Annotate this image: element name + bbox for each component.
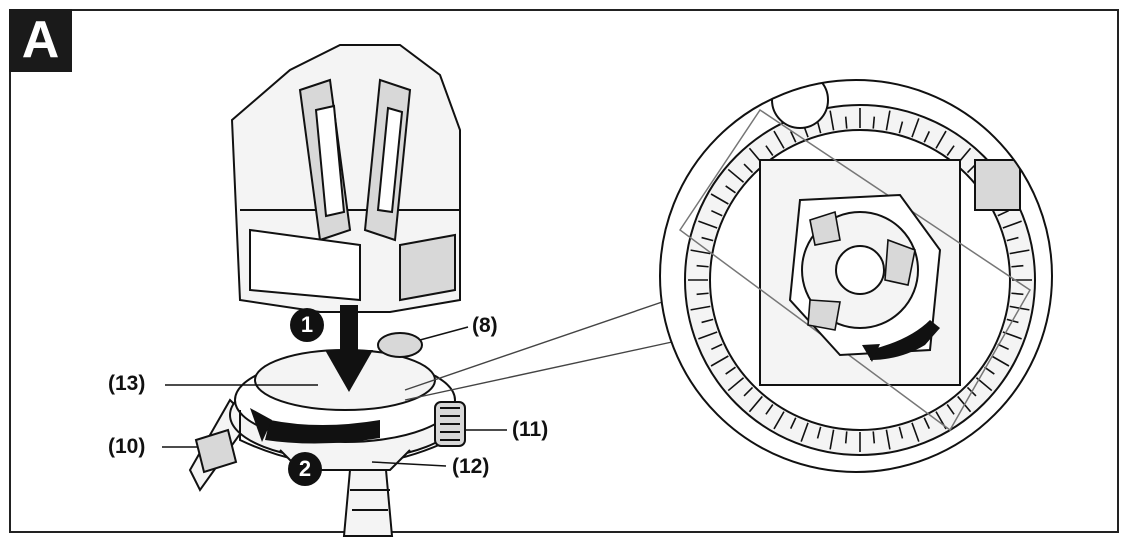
scale-tick bbox=[816, 121, 822, 134]
laser-device bbox=[230, 44, 461, 313]
scale-tick bbox=[765, 404, 774, 415]
scale-tick bbox=[911, 118, 920, 138]
zoom-leader-lines bbox=[404, 299, 673, 401]
lock-button bbox=[377, 332, 423, 358]
scale-tick bbox=[690, 305, 711, 311]
scale-tick bbox=[773, 411, 785, 430]
scale-tick bbox=[872, 116, 876, 129]
scale-tick bbox=[690, 249, 711, 255]
step-1-marker: 1 bbox=[290, 308, 324, 342]
scale-tick bbox=[800, 422, 809, 442]
callout-leaders bbox=[162, 326, 507, 467]
scale-tick bbox=[898, 426, 904, 439]
scale-tick bbox=[923, 417, 931, 429]
zoom-circle-outline bbox=[659, 79, 1053, 473]
scale-tick bbox=[711, 209, 723, 217]
scale-tick bbox=[872, 431, 876, 444]
scale-tick bbox=[816, 426, 822, 439]
scale-tick bbox=[727, 168, 745, 183]
scale-tick bbox=[748, 395, 763, 413]
zoom-detail bbox=[660, 80, 1052, 472]
scale-tick bbox=[984, 366, 995, 375]
scale-tick bbox=[710, 355, 729, 367]
callout-11: (11) bbox=[512, 418, 549, 441]
scale-tick bbox=[1011, 292, 1024, 296]
scale-tick bbox=[1006, 236, 1019, 242]
scale-tick bbox=[789, 131, 797, 143]
callout-12: (12) bbox=[452, 455, 490, 478]
scale-tick bbox=[946, 145, 955, 156]
figure-badge: A bbox=[9, 9, 72, 72]
callout-8: (8) bbox=[472, 314, 498, 337]
scale-tick bbox=[1002, 220, 1022, 229]
mount-arrow bbox=[325, 305, 373, 392]
scale-tick bbox=[844, 116, 848, 129]
scale-tick bbox=[885, 429, 891, 450]
scale-tick bbox=[885, 110, 891, 131]
scale-tick bbox=[698, 220, 718, 229]
scale-tick bbox=[701, 318, 714, 324]
scale-tick bbox=[946, 404, 955, 415]
step-2-marker: 2 bbox=[288, 452, 322, 486]
scale-tick bbox=[711, 343, 723, 351]
scale-tick bbox=[765, 145, 774, 156]
scale-tick bbox=[991, 355, 1010, 367]
callout-13: (13) bbox=[108, 372, 146, 395]
scale-tick bbox=[844, 431, 848, 444]
scale-tick bbox=[727, 377, 745, 392]
callout-10: (10) bbox=[108, 435, 146, 458]
scale-tick bbox=[829, 110, 835, 131]
scale-tick bbox=[935, 130, 947, 149]
scale-tick bbox=[725, 366, 736, 375]
scale-tick bbox=[698, 331, 718, 340]
scale-tick bbox=[773, 130, 785, 149]
scale-tick bbox=[743, 163, 754, 174]
scale-tick bbox=[701, 236, 714, 242]
scale-tick bbox=[696, 264, 709, 268]
scale-tick bbox=[898, 121, 904, 134]
scale-tick bbox=[696, 292, 709, 296]
scale-tick bbox=[923, 131, 931, 143]
scale-tick bbox=[1009, 249, 1030, 255]
scale-tick bbox=[710, 193, 729, 205]
scale-tick bbox=[911, 422, 920, 442]
scale-tick bbox=[1011, 264, 1024, 268]
scale-tick bbox=[997, 343, 1009, 351]
scale-tick bbox=[997, 209, 1009, 217]
scale-tick bbox=[743, 386, 754, 397]
scale-tick bbox=[829, 429, 835, 450]
fine-adjust-knob bbox=[434, 401, 466, 447]
rotation-arrow-base bbox=[250, 408, 380, 444]
scale-tick bbox=[725, 185, 736, 194]
scale-tick bbox=[789, 417, 797, 429]
